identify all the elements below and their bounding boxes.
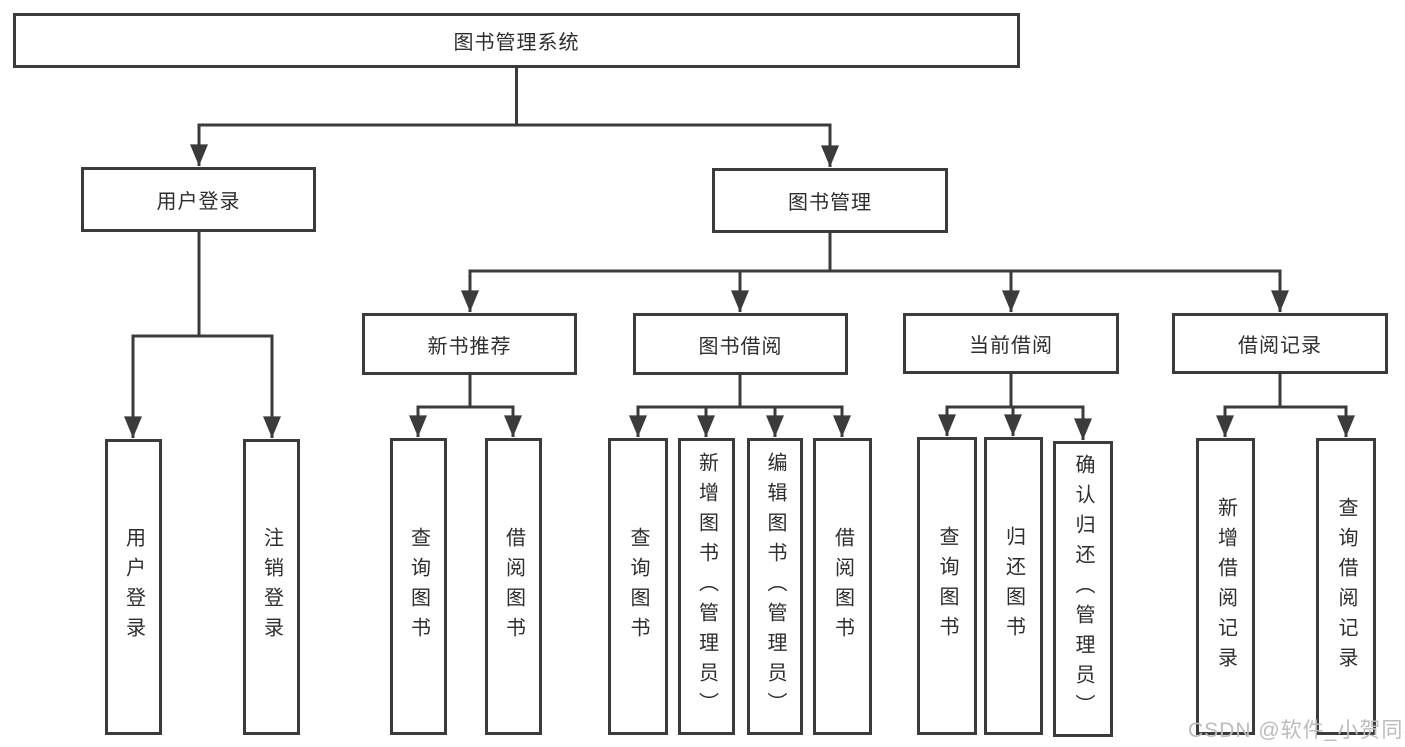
- leaf-recommend-borrow-books: 借阅图书: [485, 438, 542, 735]
- leaf-borrowing-edit-books-admin-label: 编辑图书（管理员）: [764, 451, 786, 722]
- leaf-borrowing-borrow-books-label: 借阅图书: [831, 526, 854, 647]
- node-book-management: 图书管理: [712, 168, 948, 233]
- node-root-label: 图书管理系统: [453, 32, 580, 54]
- leaf-borrowing-add-books-admin: 新增图书（管理员）: [678, 438, 735, 735]
- leaf-recommend-borrow-books-label: 借阅图书: [502, 526, 525, 647]
- leaf-borrowing-edit-books-admin: 编辑图书（管理员）: [747, 438, 803, 735]
- leaf-records-query-record: 查询借阅记录: [1316, 438, 1376, 735]
- leaf-logout-label: 注销登录: [260, 527, 283, 647]
- node-user-login-label: 用户登录: [156, 191, 241, 213]
- node-borrowing-records: 借阅记录: [1172, 313, 1388, 374]
- node-new-book-recommend: 新书推荐: [362, 313, 577, 375]
- leaf-borrowing-borrow-books: 借阅图书: [813, 438, 872, 735]
- leaf-recommend-query-books: 查询图书: [390, 438, 447, 735]
- leaf-current-confirm-return-admin: 确认归还（管理员）: [1053, 441, 1113, 737]
- node-book-management-label: 图书管理: [788, 192, 872, 214]
- node-user-login: 用户登录: [81, 167, 316, 232]
- leaf-recommend-query-books-label: 查询图书: [407, 526, 430, 647]
- leaf-borrowing-query-books: 查询图书: [608, 438, 668, 735]
- leaf-records-query-record-label: 查询借阅记录: [1335, 496, 1357, 677]
- node-book-borrowing: 图书借阅: [633, 313, 848, 375]
- leaf-current-return-books-label: 归还图书: [1002, 526, 1025, 646]
- node-book-borrowing-label: 图书借阅: [698, 335, 783, 358]
- leaf-borrowing-query-books-label: 查询图书: [627, 526, 649, 647]
- leaf-borrowing-add-books-admin-label: 新增图书（管理员）: [695, 451, 718, 722]
- leaf-user-login: 用户登录: [105, 439, 162, 735]
- leaf-current-confirm-return-admin-label: 确认归还（管理员）: [1072, 454, 1094, 724]
- csdn-watermark: CSDN @软件_小贺同学: [1188, 719, 1405, 742]
- leaf-records-add-record-label: 新增借阅记录: [1214, 496, 1237, 677]
- leaf-logout: 注销登录: [243, 439, 300, 735]
- node-new-book-recommend-label: 新书推荐: [427, 335, 512, 358]
- leaf-current-query-books-label: 查询图书: [936, 526, 958, 646]
- leaf-records-add-record: 新增借阅记录: [1196, 438, 1255, 735]
- node-borrowing-records-label: 借阅记录: [1238, 335, 1322, 357]
- node-current-borrowing: 当前借阅: [903, 313, 1119, 374]
- node-root-system: 图书管理系统: [13, 13, 1020, 68]
- leaf-user-login-label: 用户登录: [122, 527, 145, 647]
- leaf-current-query-books: 查询图书: [917, 437, 977, 735]
- leaf-current-return-books: 归还图书: [984, 437, 1043, 735]
- node-current-borrowing-label: 当前借阅: [969, 335, 1053, 357]
